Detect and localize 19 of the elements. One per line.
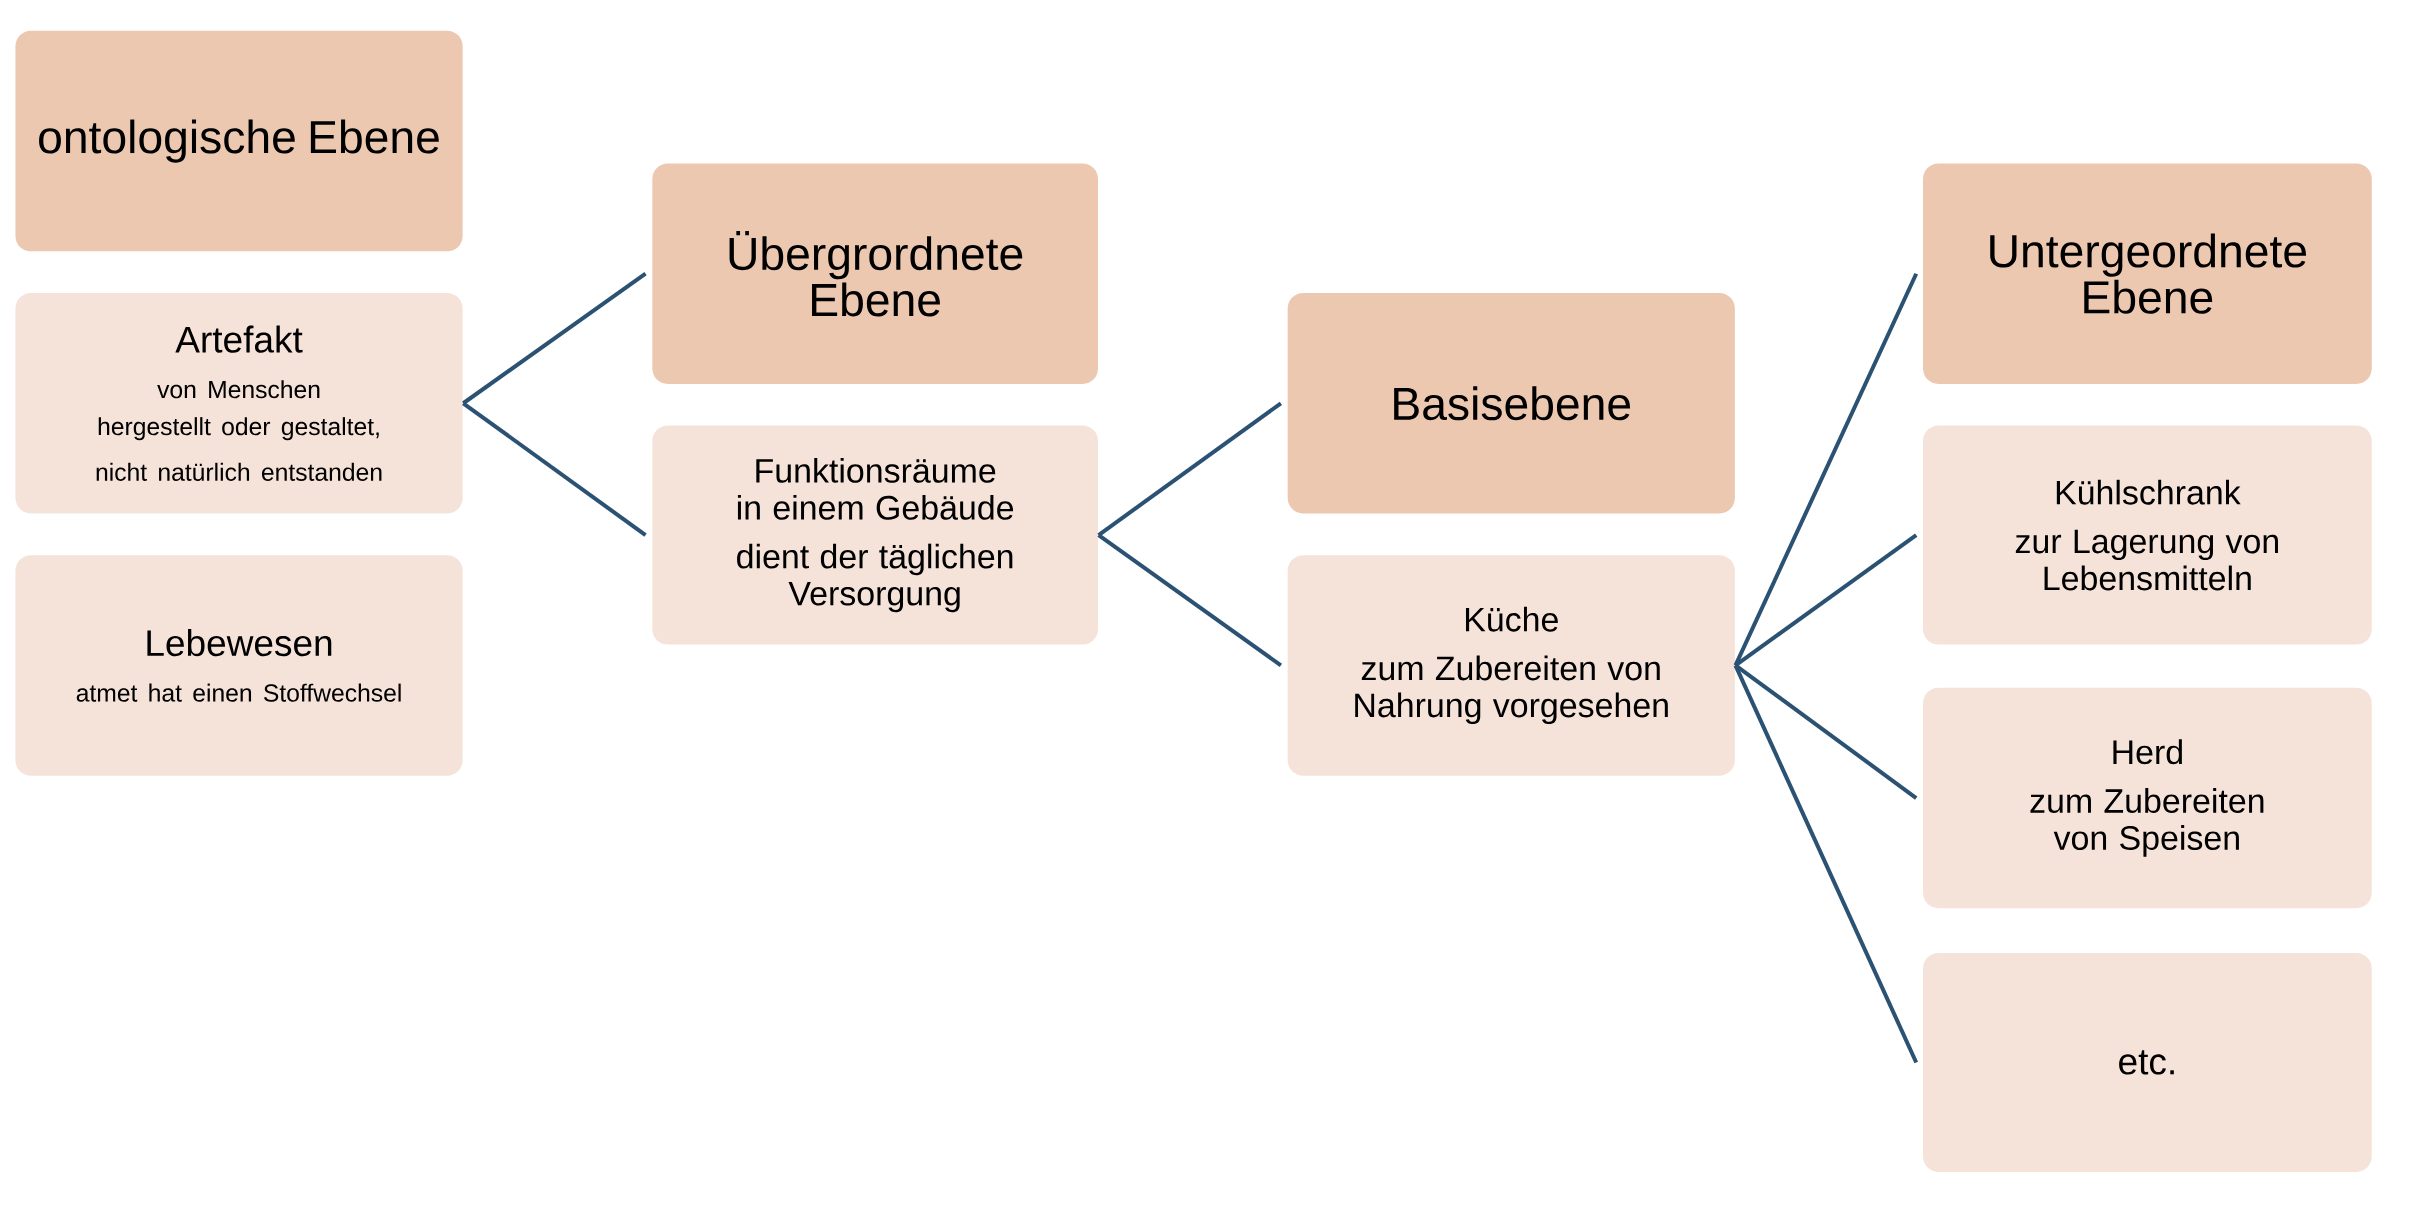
level-box: Basisebene xyxy=(1287,292,1735,514)
connector-line xyxy=(462,271,647,405)
connector-line xyxy=(1733,664,1919,1064)
concept-box: Kühlschrank zur Lagerung von Lebensmitteln xyxy=(1923,425,2372,645)
connector-line xyxy=(1097,401,1283,537)
connector-line xyxy=(1734,533,1918,667)
connector-line xyxy=(1734,663,1918,800)
concept-box: Herd zum Zubereiten von Speisen xyxy=(1923,687,2372,909)
concept-box: Artefakt von Menschen hergestellt oder gestaltet, nicht natürlich entstanden xyxy=(15,292,463,514)
concept-box: Funktionsräume in einem Gebäude dient der täglichen Versorgung xyxy=(652,425,1098,645)
connector-line xyxy=(1733,272,1919,667)
concept-box: Küche zum Zubereiten von Nahrung vorgesehen xyxy=(1287,554,1735,776)
connector-line xyxy=(462,401,647,537)
level-box: ontologische Ebene xyxy=(15,30,463,252)
level-box: Übergrordnete Ebene xyxy=(652,163,1098,384)
concept-box: Lebewesen atmet hat einen Stoffwechsel xyxy=(15,554,463,776)
level-box: Untergeordnete Ebene xyxy=(1923,163,2372,384)
concept-box: etc. xyxy=(1923,952,2372,1172)
connector-line xyxy=(1097,533,1283,667)
